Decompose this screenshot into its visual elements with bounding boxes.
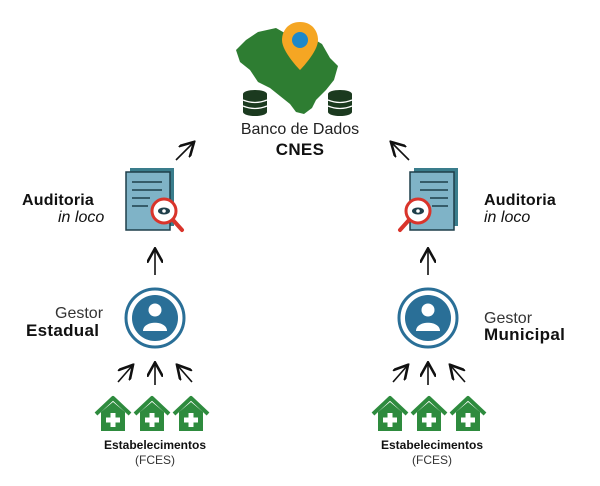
right-manager-label: Gestor	[484, 310, 533, 327]
arrow-left-est1	[117, 366, 132, 383]
user-icon-right	[397, 287, 459, 349]
arrow-right-est3	[451, 366, 466, 383]
left-manager-label: Gestor	[55, 305, 104, 322]
health-house-icon-left-2	[133, 396, 171, 431]
database-icon-right	[327, 90, 353, 116]
right-establishments-title: Estabelecimentos	[380, 438, 484, 452]
left-audit-subtitle: in loco	[58, 209, 105, 226]
right-audit-title: Auditoria	[484, 192, 557, 209]
health-house-icon-right-3	[449, 396, 487, 431]
audit-document-icon-left	[125, 168, 184, 232]
arrow-left-est3	[178, 366, 193, 383]
left-manager-type: Estadual	[26, 321, 100, 340]
health-house-icon-right-1	[371, 396, 409, 431]
health-house-icon-left-3	[172, 396, 210, 431]
user-icon-left	[124, 287, 186, 349]
database-icon-left	[242, 90, 268, 116]
left-establishments-subtitle: (FCES)	[135, 453, 175, 467]
health-house-icon-left-1	[94, 396, 132, 431]
audit-document-icon-right	[398, 168, 458, 232]
arrow-right-audit-to-db	[392, 143, 410, 161]
health-house-icon-right-2	[410, 396, 448, 431]
map-pin-icon	[282, 22, 318, 70]
right-establishments-subtitle: (FCES)	[412, 453, 452, 467]
left-audit-title: Auditoria	[22, 192, 95, 209]
arrow-right-est1	[392, 366, 407, 383]
right-manager-type: Municipal	[484, 325, 566, 344]
left-establishments-title: Estabelecimentos	[103, 438, 207, 452]
right-audit-subtitle: in loco	[484, 209, 531, 226]
database-title: Banco de Dados	[240, 121, 360, 138]
arrow-left-audit-to-db	[175, 143, 193, 161]
database-subtitle: CNES	[275, 140, 325, 159]
